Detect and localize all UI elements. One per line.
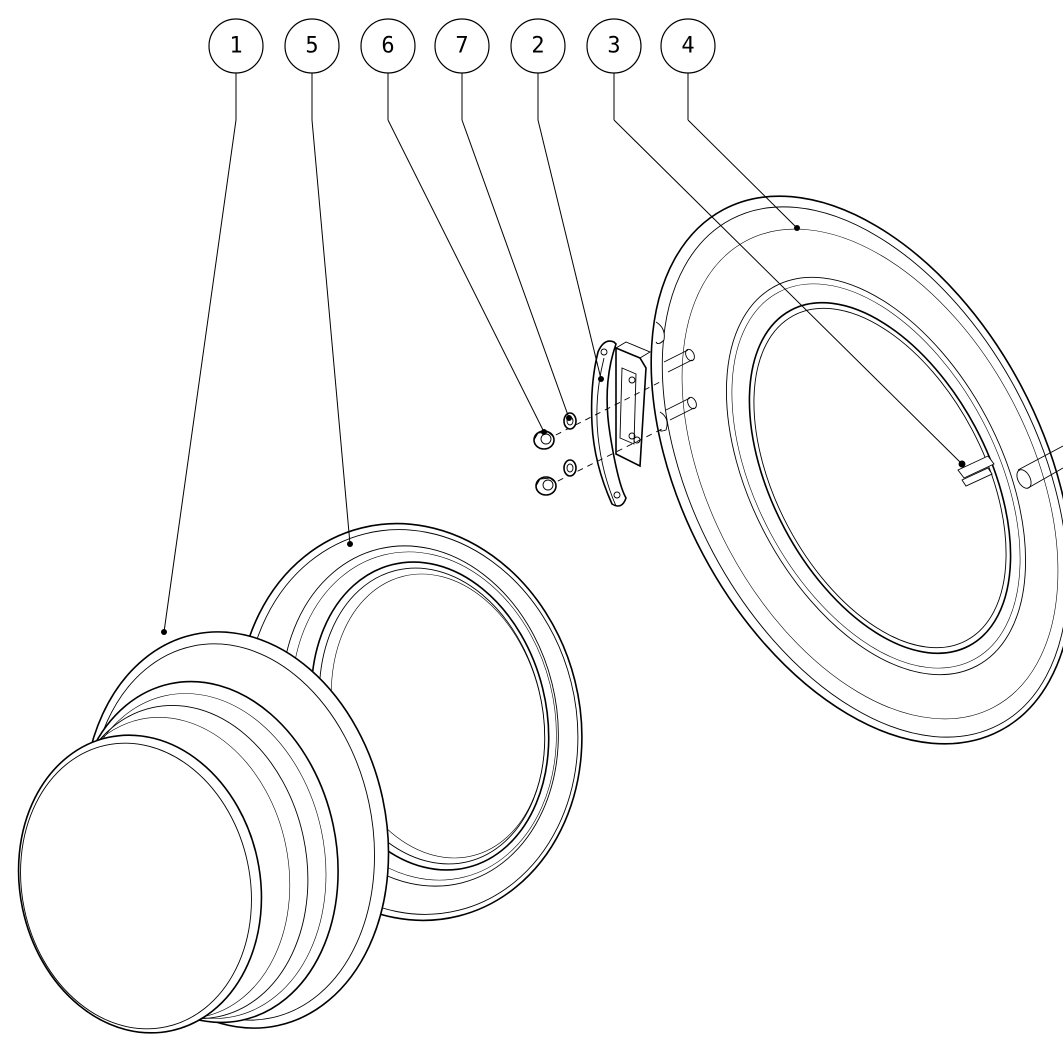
callout-label: 7 xyxy=(455,34,468,59)
callout-label: 2 xyxy=(531,34,544,59)
callout-label: 1 xyxy=(229,34,242,59)
callout-7: 7 xyxy=(434,18,490,74)
hinge-bracket xyxy=(590,340,651,507)
callout-2: 2 xyxy=(510,18,566,74)
glass-bowl xyxy=(17,629,390,1034)
washer xyxy=(563,459,577,477)
callout-4: 4 xyxy=(660,18,716,74)
latch-hook xyxy=(957,455,995,487)
hinge-pin xyxy=(663,348,695,373)
callout-label: 6 xyxy=(381,34,394,59)
outer-door-frame xyxy=(650,195,1063,745)
callout-label: 5 xyxy=(305,34,318,59)
callout-label: 4 xyxy=(681,34,694,59)
callout-1: 1 xyxy=(208,18,264,74)
leader-lines xyxy=(163,72,963,633)
callout-3: 3 xyxy=(586,18,642,74)
callout-6: 6 xyxy=(360,18,416,74)
callout-label: 3 xyxy=(607,34,620,59)
callout-5: 5 xyxy=(284,18,340,74)
handle-pin xyxy=(1016,445,1063,489)
hinge-pin xyxy=(665,396,697,421)
nut xyxy=(535,476,557,496)
